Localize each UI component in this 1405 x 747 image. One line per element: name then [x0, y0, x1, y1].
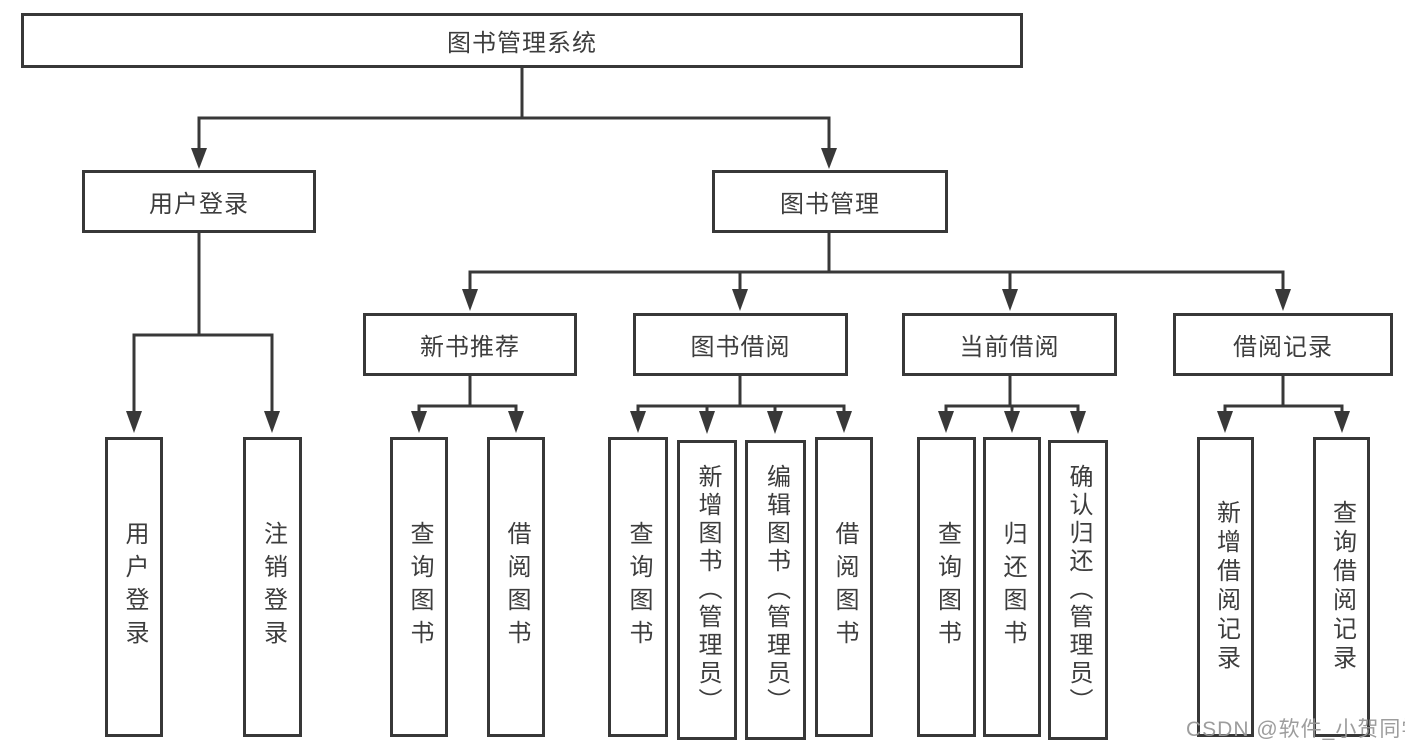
node-new-book-recommend-label: 新书推荐 [420, 334, 520, 361]
node-borrow-records: 借阅记录 [1173, 313, 1393, 376]
leaf-label: 新增图书（管理员） [694, 464, 721, 716]
node-current-borrow-label: 当前借阅 [959, 334, 1060, 361]
leaf-label: 查询图书 [933, 521, 961, 653]
leaf-query-books-2: 查询图书 [608, 437, 668, 737]
connector-book-borrow [630, 374, 852, 434]
node-borrow-records-label: 借阅记录 [1233, 334, 1333, 361]
leaf-borrow-books-1: 借阅图书 [487, 437, 545, 737]
leaf-add-borrow-record: 新增借阅记录 [1197, 437, 1254, 737]
node-book-management: 图书管理 [712, 170, 948, 233]
leaf-user-login: 用户登录 [105, 437, 163, 737]
leaf-edit-books-admin: 编辑图书（管理员） [745, 440, 806, 740]
leaf-label: 查询图书 [406, 521, 433, 653]
leaf-return-books: 归还图书 [983, 437, 1041, 737]
node-new-book-recommend: 新书推荐 [363, 313, 577, 376]
leaf-label: 借阅图书 [831, 521, 858, 653]
node-user-login-label: 用户登录 [149, 191, 249, 218]
leaf-label: 确认归还（管理员） [1065, 464, 1092, 716]
node-book-management-label: 图书管理 [780, 191, 880, 218]
node-user-login: 用户登录 [82, 170, 316, 233]
leaf-query-books-3: 查询图书 [917, 437, 976, 737]
leaf-query-borrow-record: 查询借阅记录 [1313, 437, 1370, 737]
csdn-watermark: CSDN @软件_小贺同学 [1186, 718, 1405, 741]
connector-book-management [462, 231, 1291, 311]
connector-user-login [126, 231, 280, 433]
leaf-query-books-1: 查询图书 [390, 437, 448, 737]
node-book-borrow-label: 图书借阅 [690, 334, 791, 361]
leaf-label: 归还图书 [999, 521, 1026, 653]
node-current-borrow: 当前借阅 [902, 313, 1117, 376]
node-root-label: 图书管理系统 [447, 30, 597, 57]
leaf-label: 查询图书 [625, 521, 652, 653]
leaf-add-books-admin: 新增图书（管理员） [677, 440, 737, 740]
node-book-borrow: 图书借阅 [633, 313, 848, 376]
connector-current-borrow [938, 374, 1086, 434]
node-root: 图书管理系统 [21, 13, 1023, 68]
leaf-label: 借阅图书 [503, 521, 530, 653]
leaf-confirm-return-admin: 确认归还（管理员） [1048, 440, 1108, 740]
connector-new-book-recommend [411, 374, 524, 433]
leaf-label: 查询借阅记录 [1328, 500, 1356, 674]
leaf-logout: 注销登录 [243, 437, 302, 737]
leaf-borrow-books-2: 借阅图书 [815, 437, 873, 737]
leaf-label: 用户登录 [121, 521, 148, 653]
leaf-label: 注销登录 [259, 521, 287, 653]
connector-borrow-records [1217, 374, 1350, 433]
connector-root [191, 66, 837, 169]
leaf-label: 编辑图书（管理员） [762, 464, 790, 716]
leaf-label: 新增借阅记录 [1212, 500, 1240, 674]
